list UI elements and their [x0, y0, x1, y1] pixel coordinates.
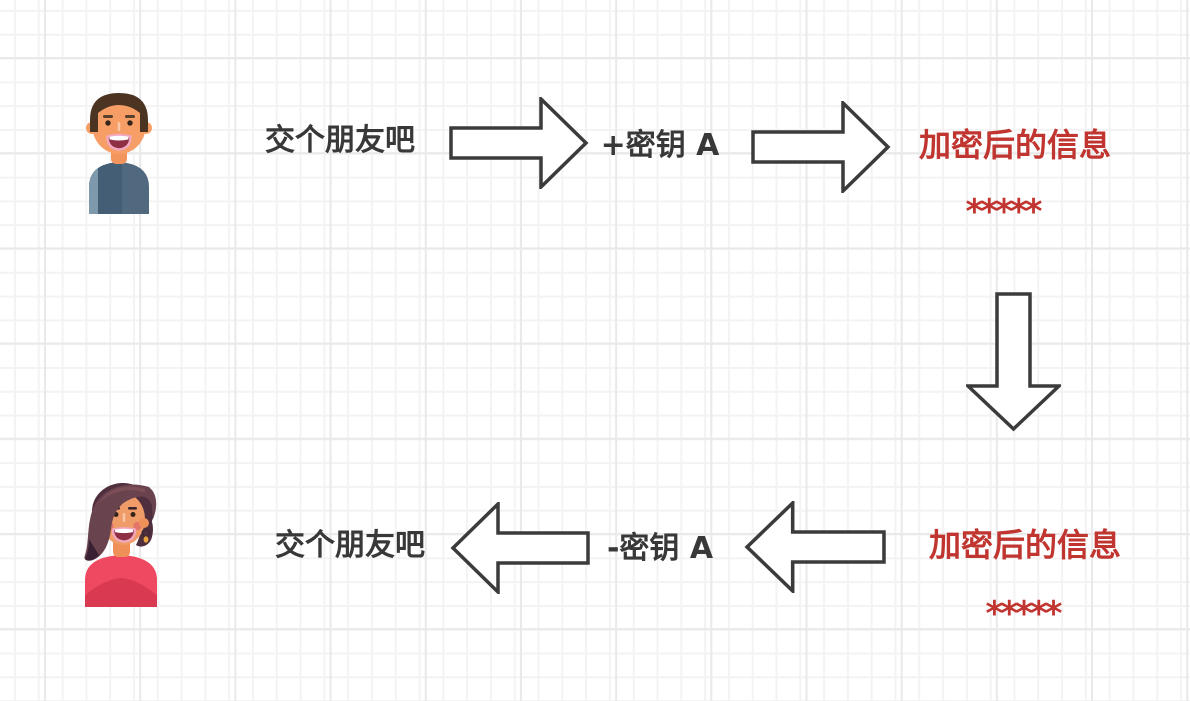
- down-arrow-icon: [966, 292, 1061, 432]
- man-avatar-icon: [84, 92, 154, 214]
- woman-avatar-icon: [81, 481, 161, 607]
- bottom-key-step: -密钥 A: [606, 531, 714, 566]
- bottom-cipher-text: *****: [985, 594, 1063, 634]
- top-key-step: +密钥 A: [600, 128, 720, 163]
- right-arrow-icon: [449, 97, 589, 189]
- bottom-cipher-label: 加密后的信息: [928, 526, 1121, 564]
- right-arrow-icon: [751, 101, 891, 193]
- bottom-plain-message: 交个朋友吧: [275, 528, 425, 563]
- left-arrow-icon: [744, 501, 886, 593]
- top-plain-message: 交个朋友吧: [265, 123, 415, 158]
- left-arrow-icon: [450, 502, 590, 594]
- top-cipher-text: *****: [965, 192, 1043, 232]
- top-cipher-label: 加密后的信息: [918, 126, 1111, 164]
